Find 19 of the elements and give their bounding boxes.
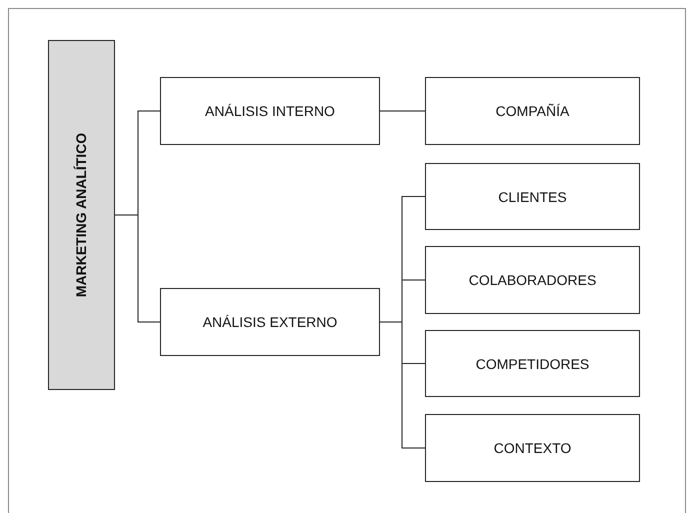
box-label: ANÁLISIS EXTERNO [202, 314, 338, 330]
category-box [425, 414, 640, 482]
connector-line [380, 110, 426, 112]
category-box [160, 77, 380, 145]
box-label: CLIENTES [498, 188, 567, 204]
box-label: ANÁLISIS INTERNO [205, 103, 335, 119]
category-box [425, 163, 640, 230]
connector-line [380, 322, 426, 448]
connector-line [114, 214, 160, 322]
box-label: COLABORADORES [468, 272, 596, 288]
box-label: CONTEXTO [494, 440, 572, 456]
box-label: COMPAÑÍA [496, 103, 570, 119]
category-box [425, 77, 640, 145]
box-label: COMPETIDORES [476, 356, 590, 372]
category-box [425, 330, 640, 397]
box-label: MARKETING ANALÍTICO [74, 132, 90, 298]
category-box [160, 288, 380, 356]
category-box [425, 246, 640, 314]
root-box [48, 40, 115, 390]
